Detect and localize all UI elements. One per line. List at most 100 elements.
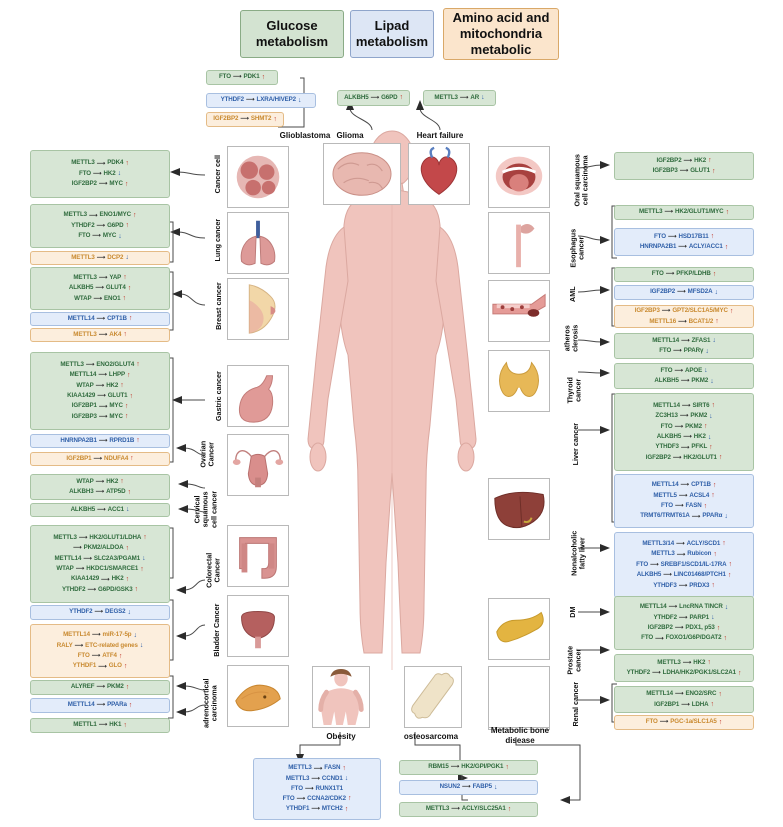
up-arrow-icon (126, 683, 129, 692)
arrow-icon (95, 608, 104, 616)
pathway-source: METTL14 (67, 314, 95, 322)
pathway-target: HK2 (693, 433, 706, 441)
pathway-source: KIAA1429 (70, 575, 100, 583)
pathway-target: CCNA2/CDK2 (307, 794, 346, 802)
pathway-box-prostate: METTL3HK2YTHDF2LDHA/HK2/PGK1/SLC2A1 (614, 654, 754, 682)
pathway-target: DCP2 (107, 253, 124, 261)
pathway-row: KIAA1429GLUT1 (36, 392, 164, 401)
pathway-target: FASN (685, 502, 702, 510)
pathway-source: METTL14 (639, 603, 667, 611)
pathway-box-cancer-cell: METTL3PDK4FTOHK2IGF2BP2MYC (30, 150, 170, 198)
arrow-icon (314, 765, 323, 773)
pathway-target: LHPP (108, 371, 126, 379)
pathway-source: METTL3 (639, 208, 663, 216)
arrow-icon (92, 631, 101, 639)
label-liver-cancer: Liver cancer (570, 422, 580, 466)
arrow-icon (681, 481, 690, 489)
pathway-row: ALKBH5GLUT4 (36, 284, 164, 293)
down-arrow-icon (481, 93, 484, 102)
pathway-row: METTL3HK2 (620, 658, 748, 667)
arrow-icon (93, 170, 102, 178)
pathway-target: ENO2/GLUT4 (96, 360, 135, 368)
up-arrow-icon (719, 718, 722, 727)
pathway-target: ACLY/SCD1 (686, 539, 721, 547)
pathway-box-glioblastoma-3: IGF2BP2SHMT2 (206, 112, 284, 127)
pathway-box-dm: METTL14LncRNA TINCRYTHDF2PARP1IGF2BP2PDX… (614, 596, 754, 650)
up-arrow-icon (119, 652, 122, 661)
pathway-box-bladder-1: YTHDF2DEGS2 (30, 605, 170, 620)
up-arrow-icon (135, 585, 138, 594)
pathway-row: METTL5ACSL4 (620, 491, 748, 500)
arrow-icon (97, 701, 106, 709)
up-arrow-icon (711, 581, 714, 590)
pathway-target: MTCH2 (321, 805, 343, 813)
label-breast-cancer: Breast cancer (213, 282, 223, 330)
pathway-source: METTL14 (54, 554, 82, 562)
arrow-icon (663, 571, 672, 579)
arrow-icon (681, 337, 690, 345)
arrow-icon (96, 382, 105, 390)
pathway-source: METTL1 (73, 721, 97, 729)
arrow-icon (669, 603, 678, 611)
arrow-icon (683, 433, 692, 441)
pathway-source: IGF2BP3 (71, 412, 97, 420)
arrow-icon (451, 805, 460, 813)
label-renal-cancer: Renal cancer (570, 681, 580, 727)
pathway-row: METTL14SIRT6 (620, 401, 748, 410)
pathway-row: YTHDF1 MTCH2 (259, 805, 375, 814)
arrow-icon (678, 243, 687, 251)
arrow-icon (678, 318, 687, 326)
pathway-target: GPT2/SLC1A5/MYC (672, 307, 728, 315)
arrow-icon (305, 785, 314, 793)
pathway-source: METTL3 (73, 273, 97, 281)
arrow-icon (92, 652, 101, 660)
organ-bone (404, 666, 462, 728)
pathway-row: METTL14CPT1B (36, 314, 164, 323)
pathway-row: PKM2/ALDOA (36, 544, 164, 553)
pathway-target: SHMT2 (250, 115, 272, 123)
pathway-box-ovarian-2: IGF2BP1NDUFA4 (30, 452, 170, 466)
pathway-target: HK2 (693, 658, 706, 666)
pathway-box-breast-2: METTL14CPT1B (30, 312, 170, 326)
up-arrow-icon (508, 805, 511, 814)
pathway-source: IGF2BP2 (647, 624, 673, 632)
pathway-target: HK1 (109, 721, 122, 729)
pathway-row: METTL3Rubicon (620, 550, 748, 559)
arrow-icon (99, 721, 108, 729)
down-arrow-icon (345, 774, 348, 783)
pathway-box-osteosarcoma-1: RBM15HK2/GPI/PGK1 (399, 760, 538, 775)
pathway-target: LncRNA TINCR (679, 603, 723, 611)
arrow-icon (677, 551, 686, 559)
arrow-icon (97, 506, 106, 514)
pathway-target: DEGS2 (105, 608, 126, 616)
arrow-icon (96, 683, 105, 691)
pathway-source: METTL3 (71, 159, 95, 167)
pathway-source: YTHDF1 (285, 805, 310, 813)
arrow-icon (675, 624, 684, 632)
label-dm: DM (567, 606, 577, 618)
label-osteosarcoma: osteosarcoma (403, 732, 459, 741)
pathway-target: HK2 (103, 169, 116, 177)
pathway-row: YTHDF3PFKL (620, 443, 748, 452)
pathway-source: IGF2BP2 (71, 180, 97, 188)
pathway-box-aml-1: FTOPFKP/LDHB (614, 267, 754, 282)
arrow-icon (76, 565, 85, 573)
pathway-source: YTHDF2 (653, 613, 677, 621)
pathway-source: IGF2BP2 (656, 156, 682, 164)
pathway-row: FTOHSD17B11 (620, 232, 748, 241)
arrow-icon (311, 805, 320, 813)
pathway-source: FTO (661, 502, 673, 510)
pathway-source: FTO (653, 232, 666, 240)
pathway-target: miR-17-5p (102, 631, 132, 639)
pathway-row: ALKBH5ACC1 (36, 505, 164, 514)
pathway-row: METTL16BCAT1/2 (620, 317, 748, 326)
down-arrow-icon (708, 433, 711, 442)
pathway-source: METTL3 (71, 253, 95, 261)
pathway-source: METTL3 (60, 360, 84, 368)
pathway-target: HKDC1/SMARCE1 (86, 565, 139, 573)
arrow-icon (99, 413, 108, 421)
pathway-source: ALKBH5 (70, 505, 96, 513)
